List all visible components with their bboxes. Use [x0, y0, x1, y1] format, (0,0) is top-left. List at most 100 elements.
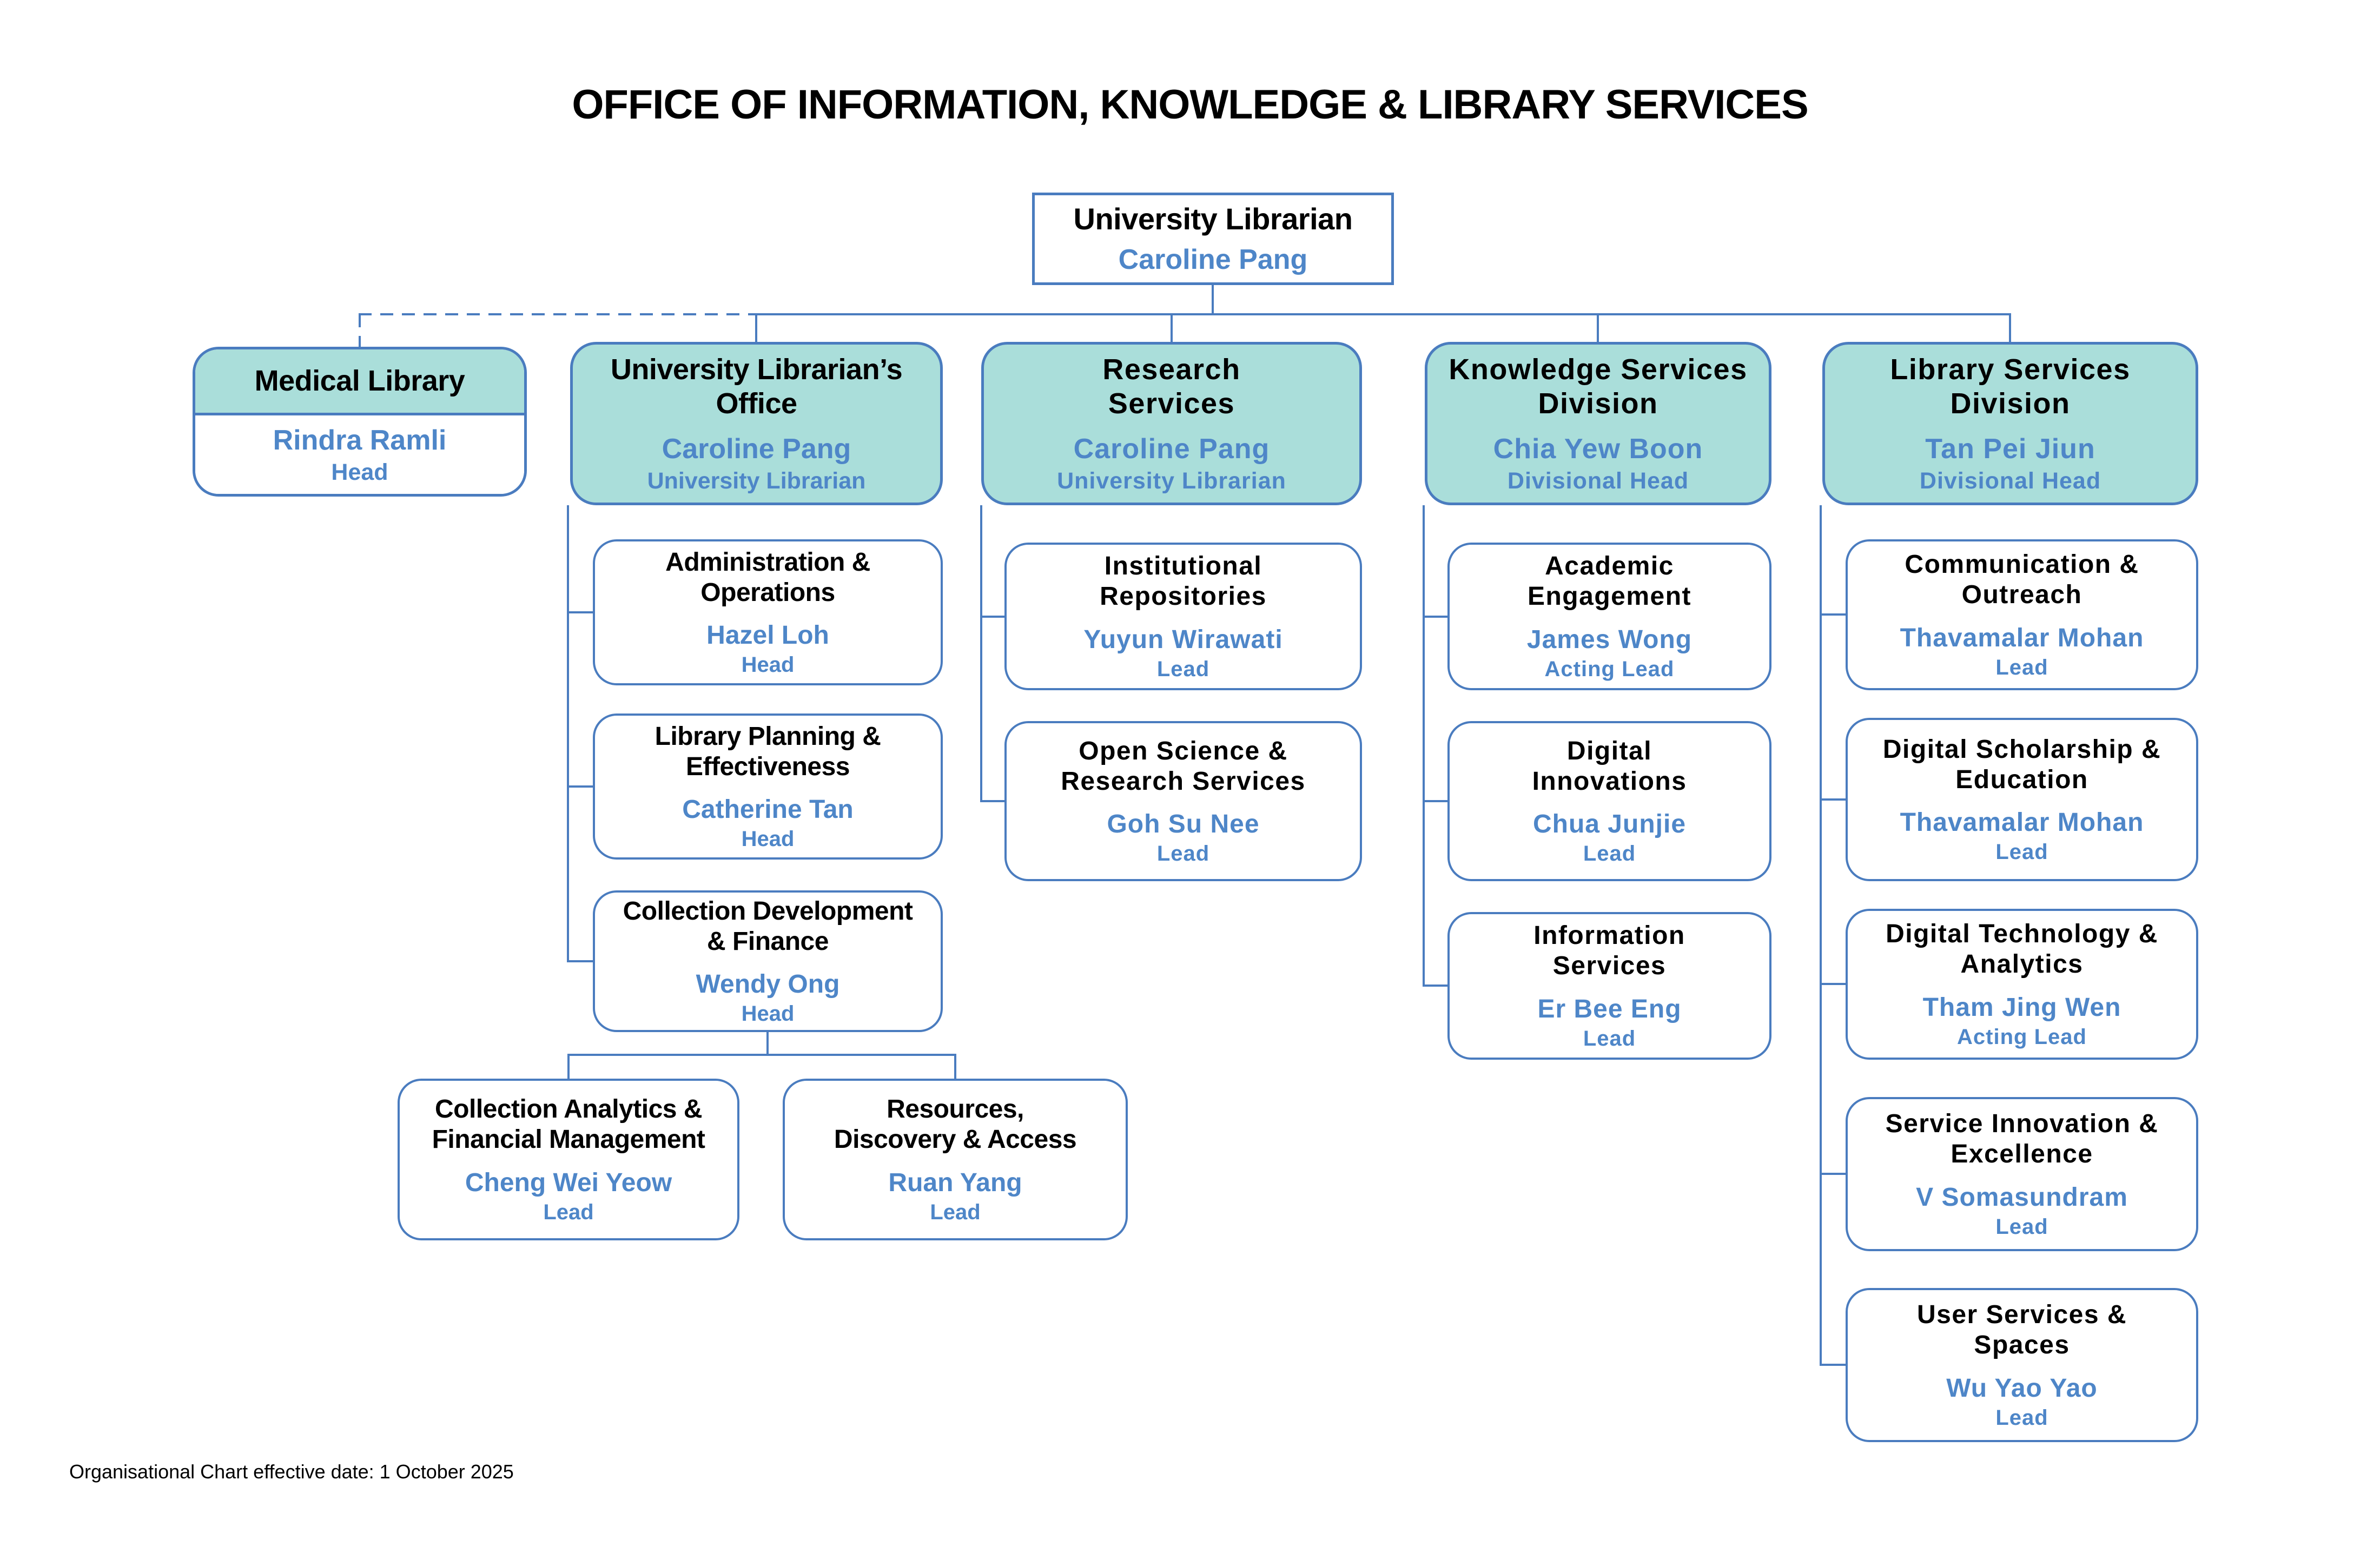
org-unit-title: Administration &Operations: [665, 547, 870, 607]
person-role: University Librarian: [647, 467, 866, 494]
person-role: Acting Lead: [1957, 1025, 2087, 1049]
box-university-librarian: University Librarian Caroline Pang: [1032, 193, 1394, 285]
org-unit-title: User Services &Spaces: [1916, 1300, 2127, 1359]
person-name: Rindra Ramli: [273, 424, 447, 456]
person-name: Goh Su Nee: [1107, 810, 1260, 839]
person-role: Lead: [543, 1200, 594, 1224]
org-unit-title: Digital Scholarship &Education: [1882, 735, 2161, 794]
person-name: Tan Pei Jiun: [1925, 433, 2095, 465]
org-unit-title: Digital Technology &Analytics: [1886, 920, 2158, 979]
page-title: OFFICE OF INFORMATION, KNOWLEDGE & LIBRA…: [572, 82, 1808, 128]
connector-lsd-stub-4: [1820, 1173, 1848, 1175]
org-unit-title: Medical Library: [254, 365, 465, 398]
connector-ulo-stub-1: [567, 611, 593, 613]
connector-drop-research-services: [1171, 315, 1173, 342]
box-open-science-research-services: Open Science &Research Services Goh Su N…: [1004, 721, 1362, 881]
connector-lsd-stub-3: [1820, 983, 1848, 985]
org-unit-title: Library Planning &Effectiveness: [654, 722, 881, 781]
person-name: Wendy Ong: [696, 970, 840, 999]
person-name: Wu Yao Yao: [1946, 1373, 2098, 1403]
connector-rs-stub-1: [980, 616, 1007, 618]
connector-lsd-stub-2: [1820, 798, 1848, 801]
connector-root-drop: [1212, 285, 1214, 315]
org-unit-title: Resources,Discovery & Access: [834, 1095, 1077, 1154]
person-name: Tham Jing Wen: [1922, 993, 2121, 1022]
connector-lsd-trunk: [1820, 505, 1822, 1366]
box-collection-development-finance: Collection Development& Finance Wendy On…: [593, 890, 943, 1032]
connector-dashed-horizontal-medical-library: [359, 313, 755, 315]
person-name: Er Bee Eng: [1537, 994, 1682, 1023]
person-name: Chia Yew Boon: [1493, 433, 1703, 465]
person-role: Divisional Head: [1507, 467, 1689, 494]
org-unit-title: Collection Development& Finance: [623, 896, 913, 956]
connector-ksd-stub-2: [1423, 800, 1450, 802]
person-role: Head: [741, 1002, 795, 1026]
connector-cdf-drop: [766, 1030, 769, 1056]
medical-library-header: Medical Library: [195, 349, 524, 415]
person-role: Lead: [1995, 1405, 2048, 1430]
connector-cdf-drop-left: [567, 1056, 570, 1079]
connector-ksd-stub-1: [1423, 616, 1450, 618]
person-name: Cheng Wei Yeow: [465, 1168, 672, 1197]
box-digital-technology-analytics: Digital Technology &Analytics Tham Jing …: [1846, 909, 2198, 1060]
person-role: Divisional Head: [1919, 467, 2101, 494]
person-role: Head: [741, 653, 795, 677]
connector-ulo-stub-2: [567, 785, 593, 788]
person-role: Lead: [1156, 842, 1210, 866]
person-role: Lead: [1583, 1026, 1636, 1051]
person-role: University Librarian: [1057, 467, 1286, 494]
person-name: Yuyun Wirawati: [1083, 625, 1283, 654]
person-name: James Wong: [1526, 625, 1693, 654]
org-unit-title: Service Innovation &Excellence: [1885, 1109, 2159, 1168]
person-name: Chua Junjie: [1532, 810, 1687, 839]
org-unit-title: Communication &Outreach: [1905, 550, 2139, 609]
person-role: Lead: [1995, 840, 2048, 864]
box-digital-scholarship-education: Digital Scholarship &Education Thavamala…: [1846, 718, 2198, 881]
connector-rs-trunk: [980, 505, 982, 802]
connector-lsd-stub-5: [1820, 1364, 1848, 1366]
box-user-services-spaces: User Services &Spaces Wu Yao Yao Lead: [1846, 1288, 2198, 1442]
person-role: Lead: [930, 1200, 981, 1224]
person-role: Acting Lead: [1544, 657, 1675, 681]
connector-drop-ulo: [755, 315, 757, 342]
person-name: Caroline Pang: [1118, 243, 1308, 275]
box-service-innovation-excellence: Service Innovation &Excellence V Somasun…: [1846, 1097, 2198, 1251]
connector-cdf-drop-right: [954, 1056, 956, 1079]
person-name: Ruan Yang: [888, 1168, 1022, 1197]
connector-main-horizontal: [755, 313, 2011, 315]
box-communication-outreach: Communication &Outreach Thavamalar Mohan…: [1846, 539, 2198, 690]
medical-library-body: Rindra Ramli Head: [195, 415, 524, 494]
connector-drop-library-services: [2009, 315, 2011, 342]
connector-ulo-stub-3: [567, 960, 593, 962]
connector-ulo-trunk: [567, 505, 569, 962]
person-name: Catherine Tan: [682, 795, 854, 824]
connector-rs-stub-2: [980, 800, 1007, 802]
box-medical-library: Medical Library Rindra Ramli Head: [193, 347, 527, 497]
person-role: Lead: [1995, 655, 2048, 679]
connector-ksd-stub-3: [1423, 985, 1450, 987]
person-role: Head: [331, 459, 388, 485]
person-role: Lead: [1995, 1214, 2048, 1239]
person-role: Lead: [1156, 657, 1210, 681]
person-name: V Somasundram: [1916, 1182, 2128, 1212]
connector-cdf-horizontal: [567, 1054, 956, 1056]
person-name: Hazel Loh: [706, 621, 829, 650]
connector-ksd-trunk: [1423, 505, 1425, 987]
person-name: Thavamalar Mohan: [1900, 808, 2144, 837]
person-name: Caroline Pang: [662, 433, 851, 465]
